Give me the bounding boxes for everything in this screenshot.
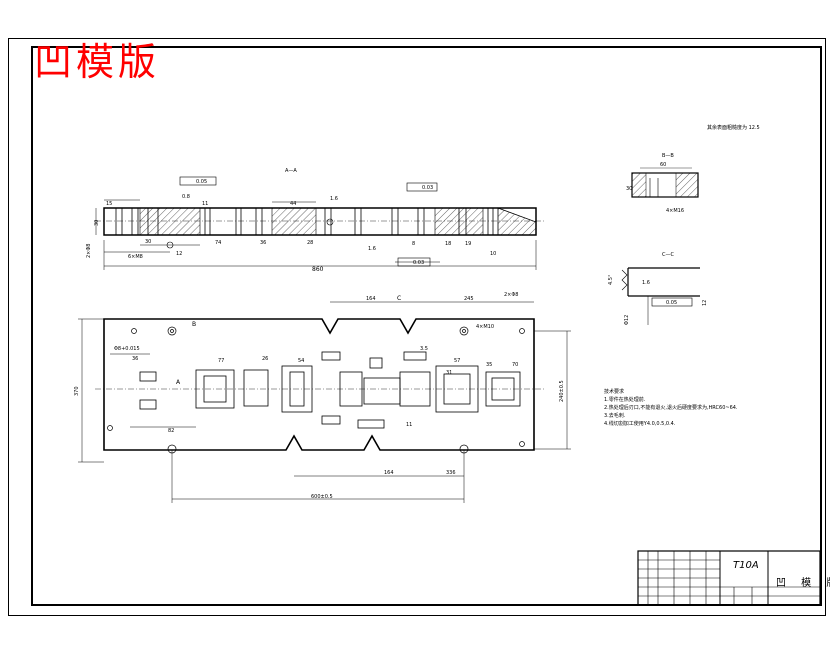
plan-holes (107, 326, 525, 454)
plan-dim-3-5: 3.5 (420, 346, 428, 352)
title-block-part-name: 凹 模 版 (776, 578, 830, 589)
drawing-title: 凹模版 (34, 40, 161, 84)
plan-dim-336: 336 (446, 470, 456, 476)
dim-74: 74 (215, 240, 221, 246)
bb-dim-width: 60 (660, 162, 666, 168)
rough3-value: 1.6 (330, 196, 338, 202)
plan-dim-holes: 2×Φ8 (504, 292, 519, 298)
bb-dim-thread: 4×M16 (666, 208, 684, 214)
plan-dimension-lines (78, 301, 571, 503)
plan-dim-82: 82 (168, 428, 174, 434)
surface-note: 其余表面粗糙度为 12.5 (707, 124, 760, 131)
dim-total-length: 860 (312, 266, 324, 273)
plan-label-b: B (192, 321, 196, 328)
plan-label-a: A (176, 379, 181, 386)
section-aa-outline (103, 207, 537, 236)
plan-view: 370 600±0.5 164 164 245 336 240±0.5 2×Φ8… (74, 292, 571, 503)
dim-19: 19 (465, 241, 471, 247)
tech-note-item: 2.热处理后刃口,不能有退火,退火后硬度要求为,HRC60~64. (604, 405, 738, 411)
cc-dim-height: 12 (702, 300, 708, 306)
datum-circle-2 (326, 218, 334, 226)
bb-dim-depth: 30 (626, 186, 632, 192)
section-aa-label: A—A (285, 168, 297, 174)
title-block-material: T10A (733, 560, 759, 571)
plan-dim-31: 31 (446, 370, 452, 376)
drawing-sheet (8, 38, 826, 616)
cc-rough: 1.6 (642, 280, 650, 286)
technical-requirements: 技术要求 1.零件在热处理前. 2.热处理后刃口,不能有退火,退火后硬度要求为,… (604, 388, 738, 428)
surface-note-value: 12.5 (748, 125, 760, 131)
plan-dim-70: 70 (512, 362, 518, 368)
dim-thickness: 30 (94, 220, 100, 226)
section-aa-view: A—A (86, 168, 545, 273)
dim-44: 44 (290, 201, 296, 207)
plan-dim-pitch: 164 (384, 470, 394, 476)
plan-dim-tol-top: Φ8+0.015 (114, 346, 140, 352)
plate-outline (103, 318, 535, 451)
rough-value: 0.8 (182, 194, 190, 200)
plan-label-c: C (397, 295, 401, 302)
surface-note-text: 其余表面粗糙度为 (707, 125, 748, 131)
plan-dim-pitch-total: 600±0.5 (311, 494, 333, 500)
plan-dim-54: 54 (298, 358, 304, 364)
tolerance-frame-perp (406, 182, 438, 192)
tech-note-item: 4.线切割加工使用Y4.0,0.5,0.4. (604, 421, 676, 427)
datum-circle-1 (166, 241, 174, 249)
die-openings (139, 351, 521, 429)
plan-dim-pitch2: 164 (366, 296, 376, 302)
plan-dim-36: 36 (132, 356, 138, 362)
section-aa-holes (115, 208, 494, 235)
dim-28: 28 (307, 240, 313, 246)
dimension-lines-aa (95, 199, 537, 270)
dim-left-hole: 2×Φ8 (86, 244, 92, 259)
dim-8: 8 (412, 241, 415, 247)
cc-dim-hole: Φ12 (624, 315, 630, 325)
section-cc-view: C—C 4.5° 1.6 Φ12 0.05 12 (608, 252, 708, 325)
hatched-region-1 (139, 207, 201, 236)
section-bb-label: B—B (662, 153, 674, 159)
dim-12: 12 (176, 251, 182, 257)
tech-note-item: 3.去毛刺. (604, 413, 626, 419)
tol-flat-value: 0.05 (196, 179, 207, 185)
tech-note-item: 1.零件在热处理前. (604, 397, 646, 403)
section-bb-view: B—B 60 30 4×M16 (626, 153, 699, 214)
section-cc-label: C—C (662, 252, 674, 258)
plan-dim-width: 370 (74, 386, 80, 396)
dim-10: 10 (490, 251, 496, 257)
title-block-grid (637, 550, 821, 606)
plan-dim-26: 26 (262, 356, 268, 362)
cc-tolerance-frame (651, 297, 693, 307)
section-cc-outline (627, 267, 700, 297)
plan-dim-35: 35 (486, 362, 492, 368)
tol-perp-value: 0.03 (422, 185, 433, 191)
drawing-frame (31, 46, 822, 606)
cc-dim-angle: 4.5° (608, 274, 614, 285)
plan-dim-holes2: 4×M10 (476, 324, 494, 330)
cc-tol-value: 0.05 (666, 300, 677, 306)
dim-18: 18 (445, 241, 451, 247)
tech-notes-heading: 技术要求 (604, 389, 625, 395)
dim-15: 15 (106, 201, 112, 207)
dim-30: 30 (145, 239, 151, 245)
hatched-region-2 (271, 207, 317, 236)
plan-dim-245: 245 (464, 296, 474, 302)
tolerance-frame-flat2 (397, 257, 431, 267)
tol-flat2-value: 0.03 (413, 260, 424, 266)
tolerance-frame-flat (179, 176, 217, 186)
hatched-chamfer (497, 207, 537, 236)
plan-dim-11: 11 (406, 422, 412, 428)
dim-11: 11 (202, 201, 208, 207)
plan-dim-right-h: 240±0.5 (559, 380, 565, 402)
plan-dim-77: 77 (218, 358, 224, 364)
dim-36: 36 (260, 240, 266, 246)
plan-dim-57: 57 (454, 358, 460, 364)
dim-thread: 6×M8 (128, 254, 143, 260)
rough2-value: 1.6 (368, 246, 376, 252)
